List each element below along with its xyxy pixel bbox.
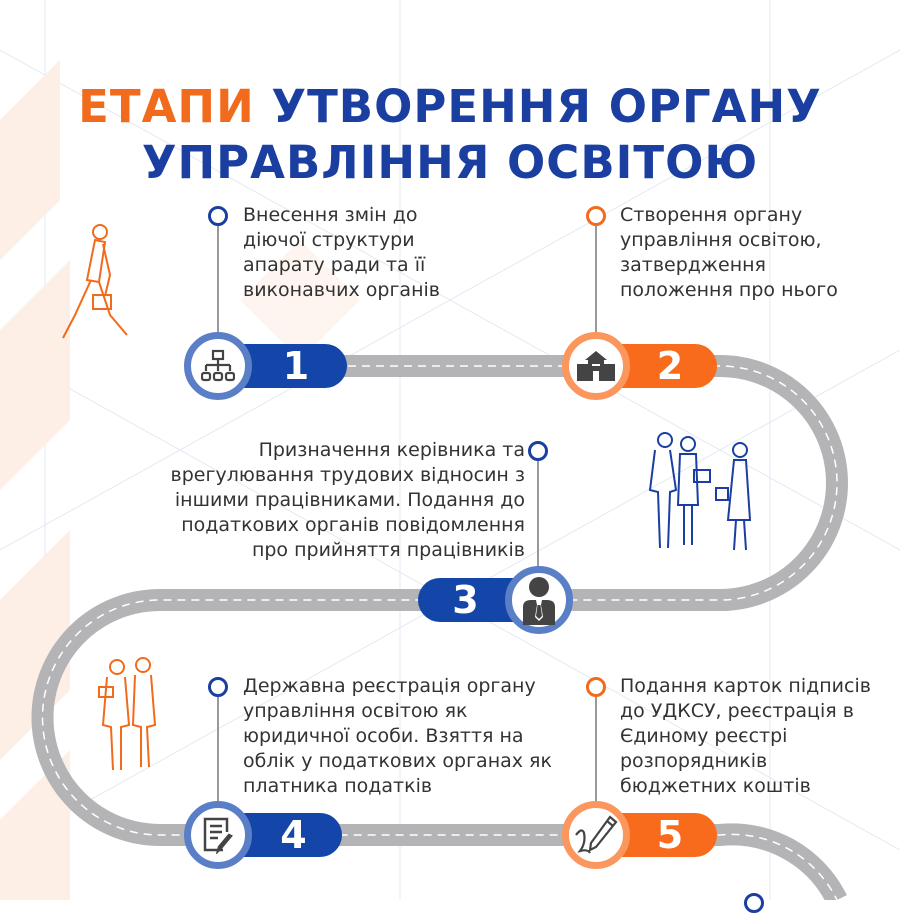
step-1-icon-circle (184, 332, 252, 400)
step-5-pin (586, 677, 606, 697)
businessman-icon (523, 577, 555, 625)
org-chart-icon (201, 349, 235, 382)
business-people-illustration (648, 432, 752, 551)
step-4-icon-circle (184, 801, 252, 869)
step-3-icon-circle (505, 566, 573, 634)
step-1-stem (217, 226, 219, 336)
step-3-text: Призначення керівника та врегулювання тр… (170, 439, 525, 561)
step-5-text: Подання карток підписів до УДКСУ, реєстр… (620, 675, 871, 797)
step-4-pin (208, 677, 228, 697)
step-2-text: Створення органу управління освітою, зат… (620, 204, 838, 301)
document-edit-icon (203, 817, 233, 854)
colleagues-illustration (98, 657, 157, 771)
title-rest: УТВОРЕННЯ ОРГАНУ (254, 80, 822, 133)
title-line-1: ЕТАПИ УТВОРЕННЯ ОРГАНУ (0, 80, 900, 133)
step-1-pin (208, 206, 228, 226)
step-6-pin-partial (744, 893, 764, 913)
walking-man-illustration (62, 224, 128, 339)
step-3-pin (528, 441, 548, 461)
step-5-icon-circle (562, 801, 630, 869)
signature-pen-icon (575, 815, 618, 854)
title-line-2: УПРАВЛІННЯ ОСВІТОЮ (141, 136, 759, 189)
step-3-stem (537, 461, 539, 571)
building-icon (577, 351, 615, 381)
step-5-stem (595, 697, 597, 807)
step-4-text: Державна реєстрація органу управління ос… (243, 675, 552, 797)
step-1-text: Внесення змін до діючої структури апарат… (243, 204, 440, 301)
step-2-pin (586, 206, 606, 226)
step-4-stem (217, 697, 219, 807)
title-accent: ЕТАПИ (78, 80, 255, 133)
step-2-stem (595, 226, 597, 336)
step-2-icon-circle (562, 332, 630, 400)
